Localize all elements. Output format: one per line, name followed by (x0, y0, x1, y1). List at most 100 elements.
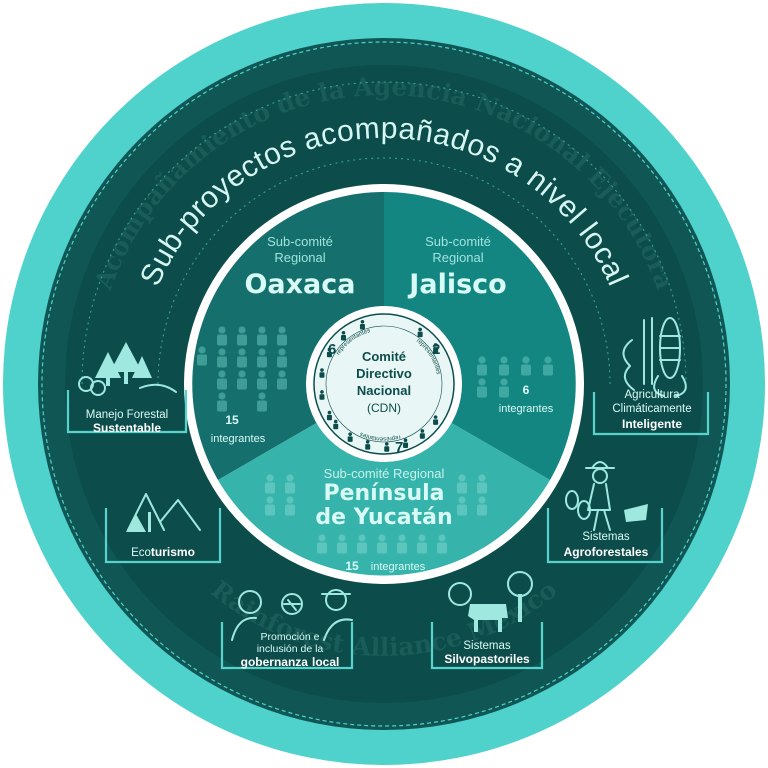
farmer-coffee-icon (565, 461, 648, 531)
representative-icon (326, 410, 332, 421)
cow-tree-icon (448, 571, 533, 632)
person-icon (521, 356, 531, 376)
representative-icon (419, 429, 425, 439)
oaxaca-name: Oaxaca (244, 269, 355, 300)
representative-icon (341, 330, 347, 341)
person-icon (217, 326, 227, 346)
cdn-representative-icons (319, 319, 439, 452)
person-icon (457, 474, 467, 494)
person-icon (337, 534, 347, 554)
representative-icon (384, 442, 390, 452)
yucatan-name-2: de Yucatán (315, 505, 452, 530)
cdn-rep-jalisco: 2 (432, 341, 440, 358)
gobernanza-line1: Promoción e (261, 631, 320, 643)
person-icon (317, 534, 327, 554)
oaxaca-count: 15 (225, 413, 239, 427)
cdn-rep-label-yucatan: representantes (359, 430, 401, 441)
forest-icon (78, 342, 177, 396)
agro-line2: Agroforestales (564, 545, 649, 559)
cdn-title-1: Comité (362, 349, 406, 364)
person-icon (277, 348, 287, 368)
agro-card-frame (546, 508, 664, 564)
manejo-line2: Sustentable (93, 421, 161, 435)
person-icon (477, 378, 487, 398)
representative-icon (417, 327, 423, 338)
cdn-title-3: Nacional (357, 383, 411, 398)
representative-icon (326, 347, 332, 358)
person-icon (477, 356, 487, 376)
person-icon (217, 392, 227, 412)
person-icon (277, 370, 287, 390)
cdn-rep-yucatan: 7 (395, 439, 403, 456)
person-icon (499, 356, 509, 376)
yucatan-count: 15 (345, 559, 359, 573)
corn-icon (622, 317, 687, 397)
oaxaca-count-label: integrantes (211, 433, 266, 445)
person-icon (499, 378, 509, 398)
person-icon (543, 356, 553, 376)
person-icon (217, 348, 227, 368)
person-icon (257, 392, 267, 412)
representative-icon (319, 390, 325, 400)
person-icon (377, 534, 387, 554)
cdn-circle (313, 313, 455, 455)
person-icon (277, 326, 287, 346)
representative-icon (365, 440, 371, 450)
person-icon (257, 348, 267, 368)
person-icon (197, 346, 207, 366)
jalisco-people-icons (477, 356, 553, 398)
yucatan-count-label: integrantes (371, 561, 426, 573)
representative-icon (359, 319, 365, 330)
manejo-card-frame (66, 390, 188, 434)
yucatan-sector (218, 384, 550, 576)
person-icon (357, 534, 367, 554)
yucatan-prefix: Sub-comité Regional (324, 466, 445, 481)
person-icon (477, 496, 487, 516)
agricultura-line2: Climáticamente (612, 403, 691, 415)
project-ecoturismo: Ecoturismo (104, 493, 222, 564)
yucatan-name-1: Península (323, 481, 444, 506)
agro-line1: Sistemas (582, 531, 630, 543)
people-handshake-icon (231, 589, 353, 641)
jalisco-prefix-2: Regional (432, 250, 483, 265)
outer-dashed-ring (41, 41, 727, 727)
oaxaca-prefix-2: Regional (274, 250, 325, 265)
person-icon (457, 496, 467, 516)
agricultura-line1: Agricultura (625, 389, 681, 401)
cdn-rep-oaxaca: 6 (328, 341, 336, 358)
ecoturismo-card-frame (104, 508, 222, 564)
middle-dotted-arc (81, 81, 687, 385)
jalisco-prefix-1: Sub-comité (425, 234, 491, 249)
representative-icon (433, 415, 439, 425)
representative-icon (319, 368, 325, 378)
person-icon (257, 370, 267, 390)
jalisco-count: 6 (523, 383, 530, 397)
yucatan-people-icons (265, 474, 487, 554)
cdn-inner-ring (325, 325, 443, 443)
representative-icon (403, 438, 409, 448)
person-icon (437, 534, 447, 554)
jalisco-name: Jalisco (407, 269, 506, 300)
person-icon (257, 326, 267, 346)
project-silvopastoriles: Sistemas Silvopastoriles (430, 571, 544, 670)
ecoturismo-label: Ecoturismo (131, 545, 195, 559)
gobernanza-card-frame (220, 622, 354, 670)
person-icon (285, 496, 295, 516)
manejo-line1: Manejo Forestal (86, 409, 168, 421)
person-icon (237, 348, 247, 368)
project-agricultura: Agricultura Climáticamente Inteligente (592, 317, 710, 436)
project-manejo-forestal: Manejo Forestal Sustentable (66, 342, 188, 435)
representative-icon (433, 343, 439, 353)
gobernanza-line2: inclusión de la (257, 643, 324, 655)
project-agroforestales: Sistemas Agroforestales (546, 461, 664, 564)
person-icon (417, 534, 427, 554)
person-icon (237, 370, 247, 390)
jalisco-count-label: integrantes (499, 403, 554, 415)
person-icon (285, 474, 295, 494)
person-icon (265, 496, 275, 516)
silvo-line1: Sistemas (463, 640, 511, 652)
person-icon (397, 534, 407, 554)
oaxaca-people-icons (197, 326, 287, 412)
